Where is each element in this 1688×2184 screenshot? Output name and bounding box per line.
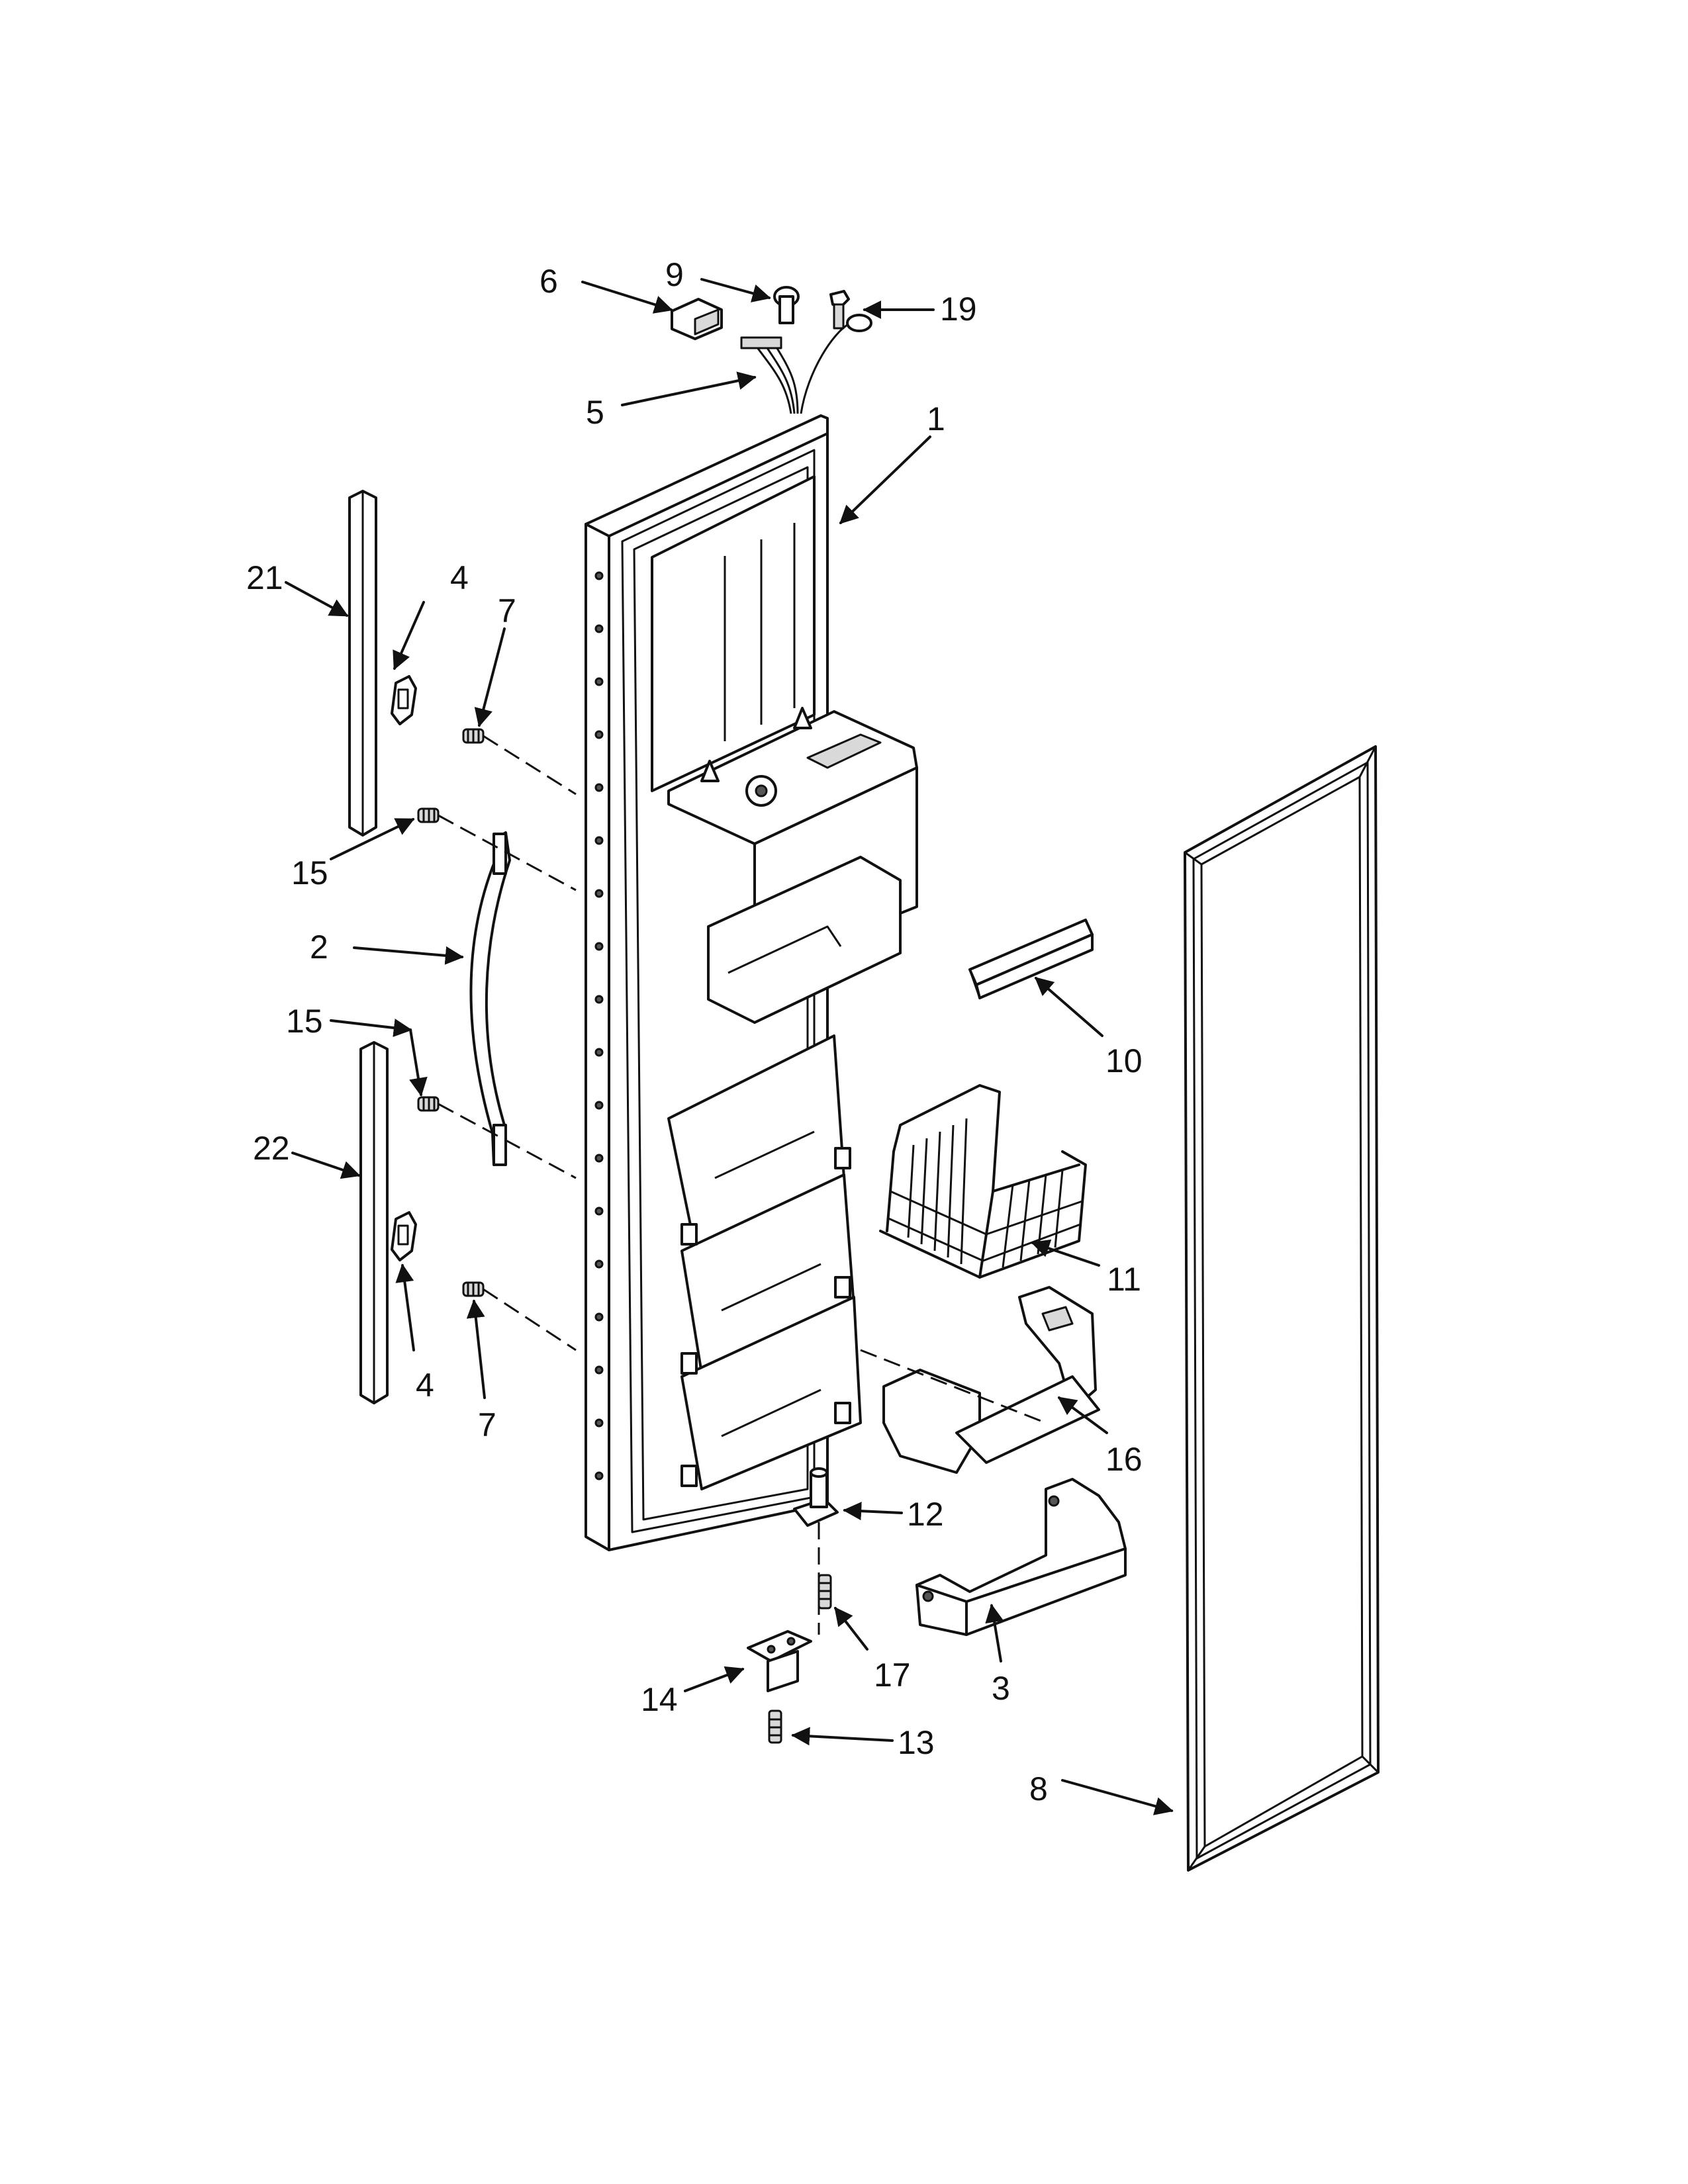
part-8-gasket xyxy=(1184,745,1380,1872)
alignment-lines-left xyxy=(438,735,577,1351)
part-16-tray xyxy=(860,1286,1100,1474)
callout-19: 19 xyxy=(940,291,977,328)
door-screw-holes xyxy=(594,571,604,1480)
part-4-clip-upper xyxy=(391,675,417,725)
callout-22: 22 xyxy=(253,1130,290,1167)
part-14-bracket xyxy=(747,1630,812,1692)
callout-7-upper: 7 xyxy=(498,592,516,629)
callout-15-lower: 15 xyxy=(286,1003,323,1040)
part-10-rail xyxy=(968,919,1094,999)
part-4-clip-lower xyxy=(391,1211,417,1261)
part-11-basket xyxy=(879,1084,1087,1279)
part-15-screw-lower xyxy=(417,1096,440,1112)
part-22-lower-trim xyxy=(359,1041,389,1404)
callout-17: 17 xyxy=(874,1657,911,1694)
part-9-bulb xyxy=(773,286,800,324)
leader-lines xyxy=(285,278,1174,1815)
part-15-screw-upper xyxy=(417,807,440,823)
callout-4-upper: 4 xyxy=(450,559,469,596)
part-2-handle xyxy=(469,831,511,1166)
callout-9: 9 xyxy=(665,256,684,293)
part-12-hinge xyxy=(793,1467,839,1527)
callout-6: 6 xyxy=(539,263,558,300)
part-17-screw xyxy=(818,1574,832,1610)
callout-10: 10 xyxy=(1105,1042,1143,1079)
part-6-connector xyxy=(671,298,723,340)
callout-11: 11 xyxy=(1107,1261,1141,1298)
part-13-screw xyxy=(768,1709,782,1744)
callout-8: 8 xyxy=(1029,1770,1048,1807)
part-7-screw-lower xyxy=(462,1281,485,1297)
callout-13: 13 xyxy=(898,1724,935,1761)
callout-2: 2 xyxy=(310,929,328,966)
callout-4-lower: 4 xyxy=(416,1367,434,1404)
part-5-wire-harness xyxy=(740,314,872,414)
callout-16: 16 xyxy=(1105,1441,1143,1478)
part-3-bin xyxy=(915,1478,1127,1636)
callout-15-upper: 15 xyxy=(291,854,328,891)
callout-21: 21 xyxy=(246,559,283,596)
callout-12: 12 xyxy=(907,1496,944,1533)
callout-5: 5 xyxy=(586,394,604,431)
part-7-screw-upper xyxy=(462,728,485,744)
callout-labels: 1 2 3 4 4 5 6 7 7 8 9 10 11 12 13 14 15 … xyxy=(246,256,1143,1807)
part-21-upper-trim xyxy=(348,490,377,837)
callout-7-lower: 7 xyxy=(478,1406,496,1443)
door-shelves xyxy=(667,1034,862,1490)
part-1-door xyxy=(585,414,918,1551)
callout-14: 14 xyxy=(641,1681,678,1718)
callout-1: 1 xyxy=(927,400,945,437)
callout-3: 3 xyxy=(992,1670,1010,1707)
part-19-screw xyxy=(829,290,850,330)
